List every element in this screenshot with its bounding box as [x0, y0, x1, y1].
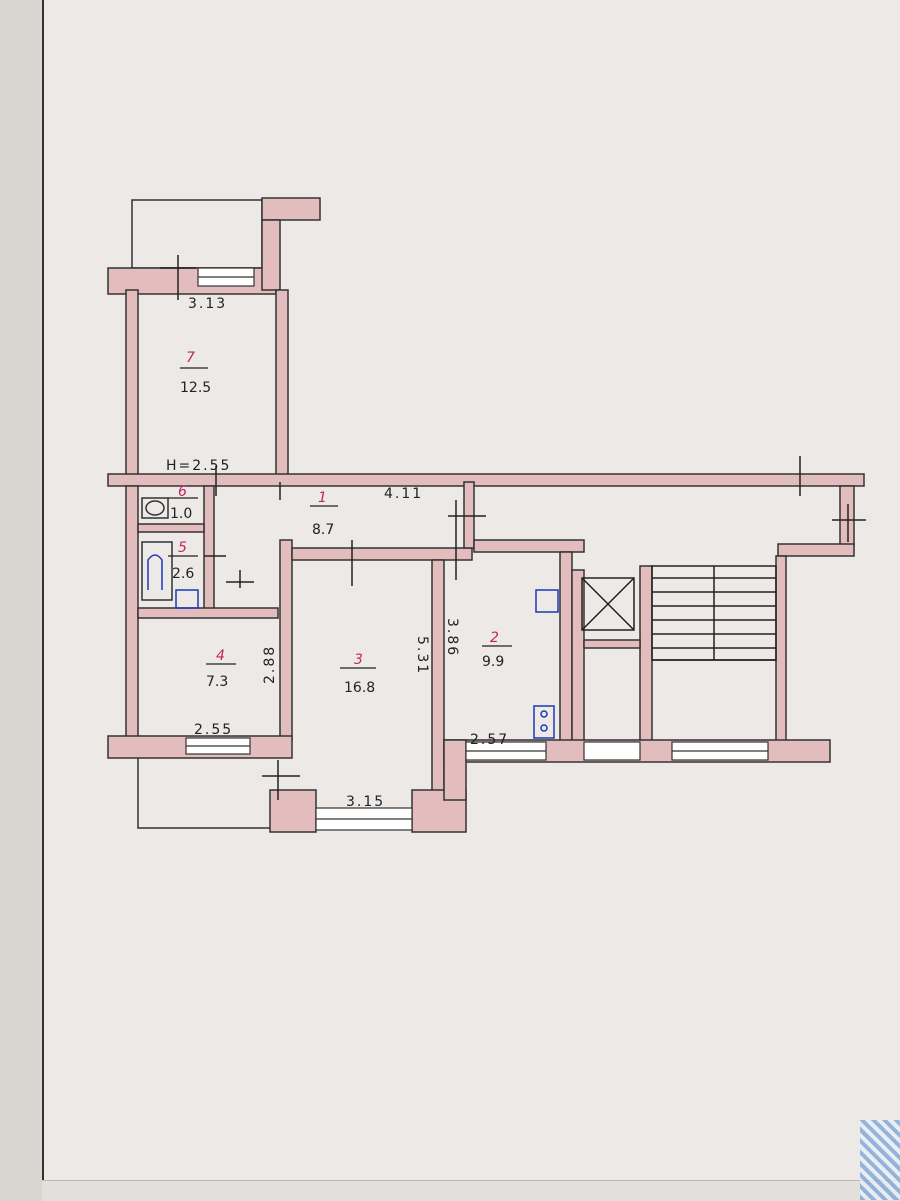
wall-stair-top — [778, 544, 854, 556]
wall-horizontal-main — [108, 474, 864, 486]
wall-room4-top — [138, 608, 278, 618]
room-5-number: 5 — [178, 540, 187, 556]
dim-room2-depth: 3.86 — [444, 618, 460, 657]
wall-corridor-right — [464, 482, 474, 548]
room-1-number: 1 — [318, 490, 327, 506]
wall-shaft-mid — [584, 640, 640, 648]
wall-bay-left — [270, 790, 316, 832]
wall-room3-left — [280, 540, 292, 740]
room-2-area: 9.9 — [482, 654, 504, 670]
room-1-area: 8.7 — [312, 522, 334, 538]
dim-room2-width: 2.57 — [470, 732, 509, 748]
wall-room2-top — [474, 540, 584, 552]
room-6-area: 1.0 — [170, 506, 192, 522]
room-5-area: 2.6 — [172, 566, 194, 582]
window-shaft — [584, 742, 640, 760]
room-2-number: 2 — [490, 630, 499, 646]
kitchen-sink-icon — [536, 590, 558, 612]
wall-room3-right — [432, 560, 444, 810]
room-7-number: 7 — [186, 350, 195, 366]
wall-room2-right — [560, 552, 572, 742]
dim-room3-depth: 5.31 — [414, 636, 430, 675]
wall-right-upper — [840, 486, 854, 546]
elevator-shaft-icon — [582, 578, 634, 630]
dim-room4-depth: 2.88 — [262, 645, 278, 684]
staircase-icon — [652, 566, 776, 660]
wall-bay-right-side — [444, 740, 466, 800]
wall-right-room7 — [276, 290, 288, 476]
room-4-area: 7.3 — [206, 674, 228, 690]
dim-room3-width: 3.15 — [346, 794, 385, 810]
wall-right-stub — [262, 220, 280, 290]
room-4-number: 4 — [216, 648, 225, 664]
wall-top-right-stub — [262, 198, 320, 220]
room-3-area: 16.8 — [344, 680, 375, 696]
wall-left-lower — [126, 486, 138, 740]
room-6-number: 6 — [178, 484, 187, 500]
dim-room7-width: 3.13 — [188, 296, 227, 312]
wall-bath-right — [204, 486, 214, 610]
balcony-top — [132, 200, 262, 268]
dim-corridor-length: 4.11 — [384, 486, 423, 502]
loggia-bottom-outline — [138, 758, 270, 828]
sink-icon — [176, 590, 198, 608]
wall-shaft-right — [640, 566, 652, 742]
dim-room4-width: 2.55 — [194, 722, 233, 738]
wall-bath-divider — [138, 524, 204, 532]
wall-room3-top — [292, 548, 472, 560]
room-7-area: 12.5 — [180, 380, 211, 396]
wall-left-room7 — [126, 290, 138, 476]
bathtub-icon — [142, 542, 172, 600]
room-3-number: 3 — [354, 652, 363, 668]
wall-stair-right — [776, 556, 786, 742]
ceiling-height-label: H=2.55 — [166, 458, 231, 474]
